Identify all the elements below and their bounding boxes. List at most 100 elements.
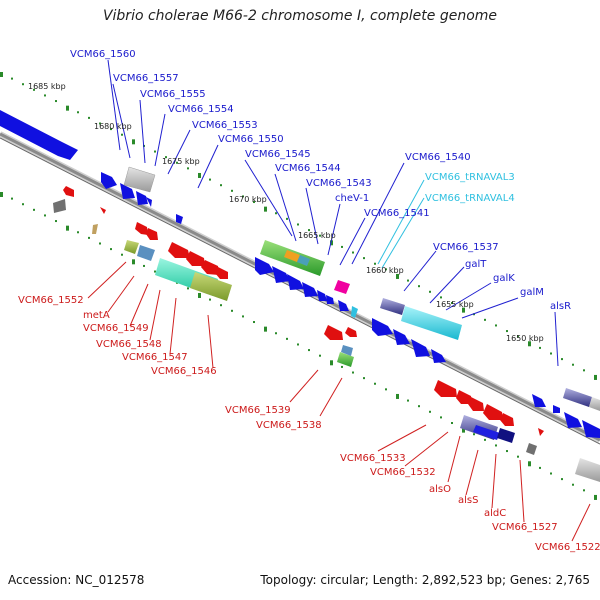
gene-label[interactable]: alsO xyxy=(429,484,451,495)
gene-arrow[interactable] xyxy=(393,329,410,345)
gene-label[interactable]: VCM66_1560 xyxy=(70,49,136,60)
gene-label[interactable]: VCM66_1547 xyxy=(122,352,188,363)
scale-labels: 1685 kbp 1680 kbp 1675 kbp 1670 kbp 1665… xyxy=(28,82,544,343)
gene-block-blue-strip[interactable] xyxy=(473,425,500,440)
gene-block-purple[interactable] xyxy=(380,298,405,315)
gene-label[interactable]: galT xyxy=(465,259,487,270)
gene-label[interactable]: metA xyxy=(83,310,110,321)
gene-arrow[interactable] xyxy=(215,267,228,279)
gene-arrow[interactable] xyxy=(63,186,74,197)
gene-arrow[interactable] xyxy=(168,242,190,258)
gene-label[interactable]: VCM66_1555 xyxy=(140,89,206,100)
gene-label[interactable]: VCM66_1533 xyxy=(340,453,406,464)
gene-label[interactable]: VCM66_1532 xyxy=(370,467,436,478)
gene-block-cyan-small[interactable] xyxy=(351,306,358,318)
gene-block-olive[interactable] xyxy=(124,240,139,254)
gene-arrow[interactable] xyxy=(120,183,135,199)
gene-label[interactable]: VCM66_1541 xyxy=(364,208,430,219)
gene-arrow[interactable] xyxy=(176,214,183,224)
gene-block-grey-4[interactable] xyxy=(575,458,600,482)
gene-label[interactable]: VCM66_1540 xyxy=(405,152,471,163)
gene-label[interactable]: VCM66_tRNAVAL4 xyxy=(425,193,515,204)
gene-arrow[interactable] xyxy=(345,327,357,337)
gene-arrow[interactable] xyxy=(532,394,546,407)
gene-arrow[interactable] xyxy=(483,404,503,420)
tick-mark xyxy=(451,422,453,425)
gene-label[interactable]: VCM66_1543 xyxy=(306,178,372,189)
gene-arrow[interactable] xyxy=(582,420,600,438)
gene-arrow[interactable] xyxy=(302,282,318,297)
tick-mark xyxy=(88,116,90,119)
gene-arrow[interactable] xyxy=(434,380,457,397)
gene-label[interactable]: alsS xyxy=(458,495,478,506)
gene-block-teal[interactable] xyxy=(297,255,310,266)
gene-block-magenta[interactable] xyxy=(334,280,350,294)
gene-arrow[interactable] xyxy=(135,222,148,235)
gene-label[interactable]: VCM66_1546 xyxy=(151,366,217,377)
gene-label[interactable]: VCM66_1549 xyxy=(83,323,149,334)
gene-block-green-small[interactable] xyxy=(337,352,354,367)
gene-arrow[interactable] xyxy=(411,339,430,357)
gene-label[interactable]: VCM66_1557 xyxy=(113,73,179,84)
gene-arrow[interactable] xyxy=(272,266,290,283)
tick-mark xyxy=(0,192,3,197)
gene-block-cyan[interactable] xyxy=(401,306,462,340)
gene-label[interactable]: VCM66_1538 xyxy=(256,420,322,431)
tick-mark xyxy=(187,167,189,170)
gene-label[interactable]: cheV-1 xyxy=(335,193,369,204)
gene-block-grey-2[interactable] xyxy=(589,397,600,411)
tick-mark xyxy=(594,494,597,500)
gene-arrow[interactable] xyxy=(468,397,484,411)
gene-label[interactable]: VCM66_1527 xyxy=(492,522,558,533)
gene-arrow[interactable] xyxy=(53,199,66,213)
gene-arrow[interactable] xyxy=(538,428,544,436)
gene-label[interactable]: VCM66_1545 xyxy=(245,149,311,160)
gene-block-purple-2[interactable] xyxy=(563,388,592,407)
gene-arrow[interactable] xyxy=(146,228,158,240)
gene-label[interactable]: VCM66_1548 xyxy=(96,339,162,350)
gene-label[interactable]: VCM66_1544 xyxy=(275,163,341,174)
gene-arrow[interactable] xyxy=(326,295,334,304)
gene-arrow[interactable] xyxy=(201,260,219,275)
gene-arrow[interactable] xyxy=(100,207,106,214)
gene-label[interactable]: VCM66_1537 xyxy=(433,242,499,253)
gene-label[interactable]: VCM66_1522 xyxy=(535,542,600,553)
gene-label[interactable]: VCM66_1553 xyxy=(192,120,258,131)
gene-label[interactable]: aldC xyxy=(484,508,506,519)
gene-arrow[interactable] xyxy=(101,172,117,189)
gene-arrow[interactable] xyxy=(287,274,304,290)
gene-label[interactable]: VCM66_1552 xyxy=(18,295,84,306)
gene-block-grey[interactable] xyxy=(123,166,156,193)
tick-mark xyxy=(484,318,486,321)
gene-label[interactable]: galM xyxy=(520,287,544,298)
gene-label[interactable]: VCM66_tRNAVAL3 xyxy=(425,172,515,183)
gene-label[interactable]: alsR xyxy=(550,301,571,312)
gene-arrow[interactable] xyxy=(92,224,98,234)
gene-arrow[interactable] xyxy=(500,413,514,426)
gene-arrow[interactable] xyxy=(146,197,152,207)
gene-arrow[interactable] xyxy=(317,290,327,301)
gene-label[interactable]: VCM66_1554 xyxy=(168,104,234,115)
gene-arrow[interactable] xyxy=(564,412,582,428)
gene-arrow[interactable] xyxy=(136,191,148,205)
gene-label[interactable]: VCM66_1539 xyxy=(225,405,291,416)
gene-label[interactable]: VCM66_1550 xyxy=(218,134,284,145)
gene-arrow[interactable] xyxy=(255,257,274,275)
gene-arrow[interactable] xyxy=(431,349,446,363)
gene-arrow[interactable] xyxy=(372,318,393,336)
gene-arrow[interactable] xyxy=(324,325,343,340)
gene-block-olive-2[interactable] xyxy=(190,272,232,301)
gene-block-steel[interactable] xyxy=(137,245,155,261)
gene-block-orange[interactable] xyxy=(284,250,300,262)
gene-arrow[interactable] xyxy=(186,251,205,266)
gene-arrow[interactable] xyxy=(338,300,349,311)
gene-block-grey-3[interactable] xyxy=(526,443,537,455)
gene-arrow[interactable] xyxy=(456,390,472,404)
tick-mark xyxy=(121,133,123,136)
gene-arrow[interactable] xyxy=(553,405,560,413)
gene-arrow[interactable] xyxy=(0,110,78,160)
tick-mark xyxy=(66,225,69,231)
gene-block-navy[interactable] xyxy=(497,428,515,443)
gene-label[interactable]: galK xyxy=(493,273,515,284)
gene-block-steel-small[interactable] xyxy=(341,345,353,356)
